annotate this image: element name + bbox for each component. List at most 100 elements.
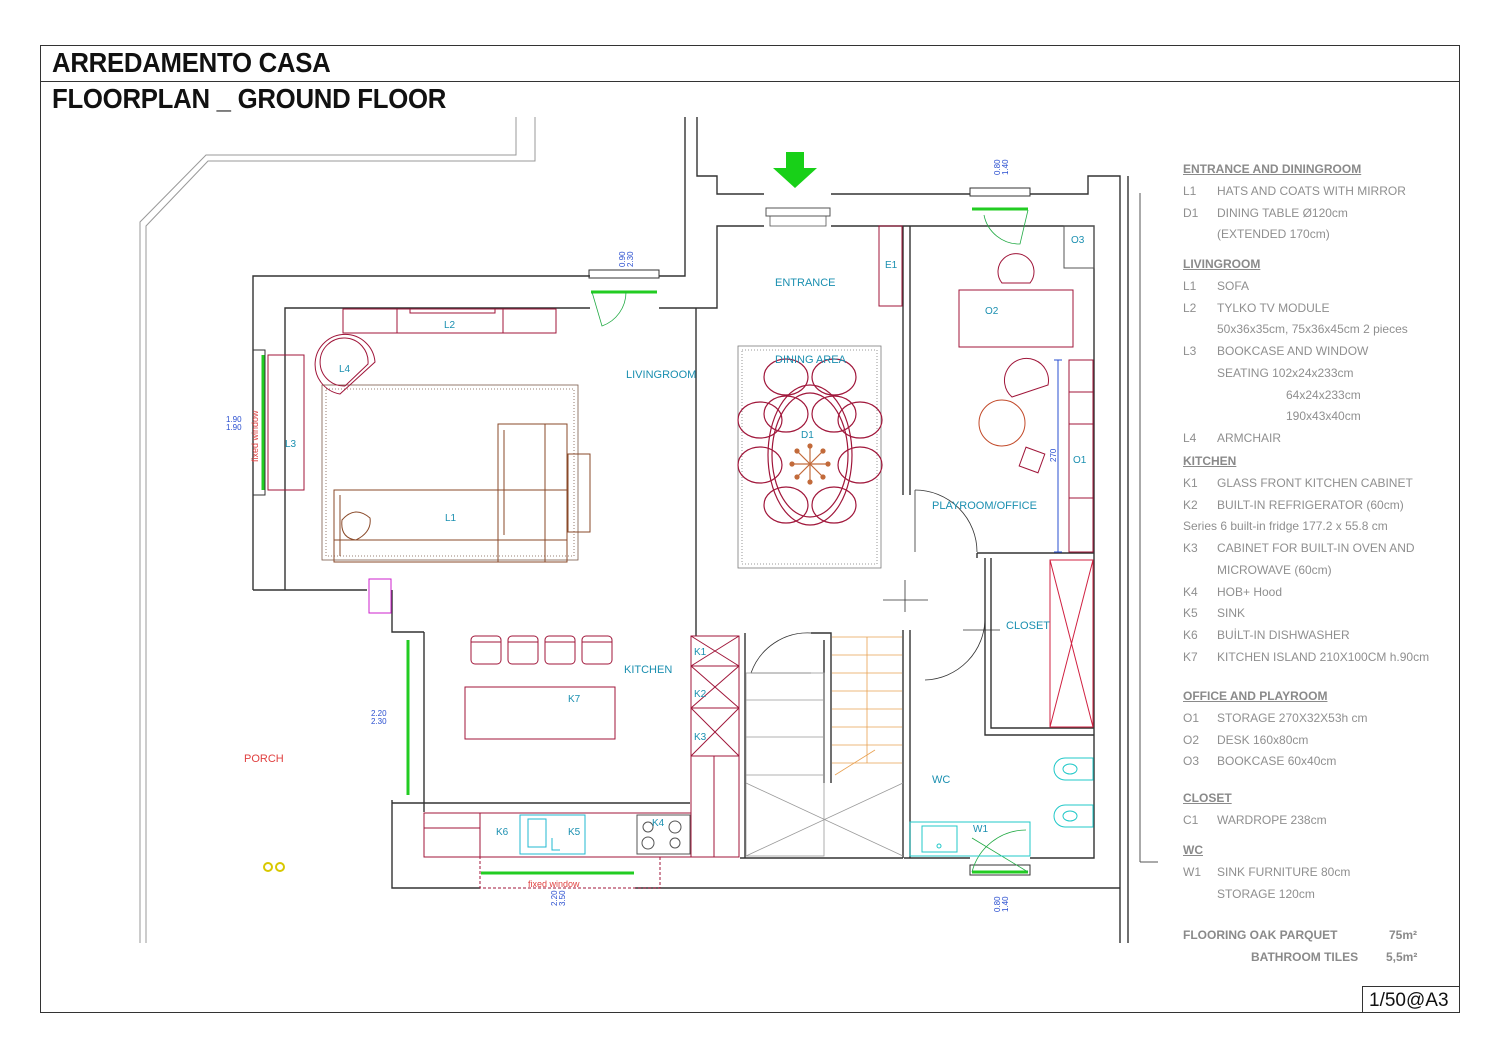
legend-row-text: STORAGE 120cm — [1217, 886, 1315, 901]
legend-row-text: Series 6 built-in fridge 177.2 x 55.8 cm — [1183, 519, 1388, 534]
tag-o3: O3 — [1071, 235, 1085, 246]
legend-row-code: K7 — [1183, 649, 1198, 664]
tag-e1: E1 — [885, 260, 898, 271]
room-label-wc: WC — [932, 774, 950, 786]
flooring-label: FLOORING OAK PARQUET — [1183, 928, 1338, 942]
legend-row: O3 BOOKCASE 60x40cm — [1183, 754, 1336, 768]
tag-k5: K5 — [568, 827, 581, 838]
legend-section-title: CLOSET — [1183, 791, 1232, 805]
porch-boundary — [139, 117, 536, 943]
legend-row-code: L2 — [1183, 300, 1197, 315]
fixed-window-bottom-label: fixed window — [528, 879, 580, 889]
legend-row-text: 50x36x35cm, 75x36x45cm 2 pieces — [1217, 322, 1408, 337]
legend-row-text: DESK 160x80cm — [1217, 732, 1309, 747]
dining-table — [737, 358, 883, 526]
legend-row-code: C1 — [1183, 813, 1199, 827]
dim-left-b: 1.90 — [226, 423, 242, 432]
sofa — [333, 423, 591, 563]
tag-l4: L4 — [339, 364, 351, 375]
door-swings — [591, 209, 1029, 873]
room-label-playroom: PLAYROOM/OFFICE — [932, 500, 1037, 512]
wc-fixtures — [909, 757, 1094, 857]
tag-d1: D1 — [801, 430, 814, 441]
legend-row-text: BOOKCASE 60x40cm — [1217, 754, 1337, 769]
legend-row: D1 DINING TABLE Ø120cm — [1183, 206, 1348, 220]
scale-label: 1/50@A3 — [1362, 986, 1460, 1013]
legend-row-code: O2 — [1183, 732, 1200, 747]
room-label-livingroom: LIVINGROOM — [626, 369, 696, 381]
kitchen-island — [464, 686, 616, 740]
dim-bot-kit-a: 2.20 — [550, 890, 559, 906]
storage-dimension — [1054, 359, 1062, 553]
legend-row-text: BOOKCASE AND WINDOW — [1217, 344, 1369, 359]
dimension-annotations: 1.90 1.90 2.20 2.30 270 0.90 2.30 0.80 1… — [226, 159, 1058, 912]
legend-row: STORAGE 120cm — [1183, 887, 1315, 901]
room-label-entrance: ENTRANCE — [775, 277, 836, 289]
office-round-table — [978, 399, 1026, 447]
legend-row-text: ARMCHAIR — [1217, 430, 1282, 445]
stairs-upper — [832, 636, 902, 776]
legend-row: (EXTENDED 170cm) — [1183, 227, 1330, 241]
legend-row-text: WARDROPE 238cm — [1217, 813, 1327, 827]
legend-row-text: TYLKO TV MODULE — [1217, 300, 1330, 315]
legend-row-text: CABINET FOR BUILT-IN OVEN AND — [1217, 541, 1415, 556]
legend-row-text: KITCHEN ISLAND 210X100CM h.90cm — [1217, 649, 1430, 664]
legend-row-text: 64x24x233cm — [1286, 387, 1361, 402]
legend-row-code: L1 — [1183, 184, 1197, 198]
hob — [636, 814, 691, 855]
living-rug — [321, 384, 579, 561]
legend-row-text: 190x43x40cm — [1286, 409, 1361, 424]
legend-section-title: LIVINGROOM — [1183, 257, 1261, 271]
legend-row-text: SINK — [1217, 606, 1246, 621]
legend-row-code: O1 — [1183, 711, 1200, 725]
dim-top-liv-b: 2.30 — [626, 251, 635, 267]
porch-lights-icon — [263, 862, 285, 872]
room-label-dining: DINING AREA — [775, 354, 847, 366]
armchair — [314, 333, 376, 395]
room-label-closet: CLOSET — [1006, 620, 1050, 632]
bar-stools — [470, 635, 613, 665]
dim-porch-a: 2.20 — [371, 709, 387, 718]
legend-row-code: K3 — [1183, 541, 1198, 556]
tv-module — [342, 308, 557, 334]
legend-row-text: GLASS FRONT KITCHEN CABINET — [1217, 476, 1413, 490]
dim-bot-wc-b: 1.40 — [1001, 896, 1010, 912]
bookcase-l3 — [267, 354, 305, 491]
legend-row: K1 GLASS FRONT KITCHEN CABINET — [1183, 476, 1413, 490]
flooring-value: 5,5m² — [1386, 950, 1418, 964]
window-annotations: fixed window fixed window — [250, 410, 580, 889]
legend-row-text: SEATING 102x24x233cm — [1217, 365, 1354, 380]
legend-row-code: K1 — [1183, 476, 1198, 490]
title-bar — [40, 45, 1460, 82]
legend-section-title: OFFICE AND PLAYROOM — [1183, 689, 1328, 703]
interior-door-swings — [750, 489, 1000, 681]
tag-l1: L1 — [445, 513, 457, 524]
legend-row-code: O3 — [1183, 754, 1200, 769]
legend-row: C1 WARDROPE 238cm — [1183, 813, 1327, 827]
legend-row-text: SINK FURNITURE 80cm — [1217, 865, 1351, 879]
legend-row: O2 DESK 160x80cm — [1183, 733, 1308, 747]
legend-row-text: MICROWAVE (60cm) — [1217, 562, 1332, 577]
wall-details — [252, 187, 1031, 876]
legend-row-text: DINING TABLE Ø120cm — [1217, 205, 1348, 220]
legend-section-title: WC — [1183, 843, 1203, 857]
flooring-value: 75m² — [1389, 928, 1418, 942]
tag-k2: K2 — [694, 689, 707, 700]
tag-w1: W1 — [973, 824, 988, 835]
legend-row-code: D1 — [1183, 205, 1199, 220]
dim-bot-wc-a: 0.80 — [993, 896, 1002, 912]
legend-row: L2 TYLKO TV MODULE — [1183, 301, 1329, 315]
dim-storage: 270 — [1049, 448, 1058, 462]
legend-row-code: L3 — [1183, 344, 1197, 359]
tag-k4: K4 — [652, 818, 665, 829]
dim-top-off-b: 1.40 — [1001, 159, 1010, 175]
legend-row: W1 SINK FURNITURE 80cm — [1183, 865, 1350, 879]
legend-row-code: W1 — [1183, 865, 1201, 879]
tag-k6: K6 — [496, 827, 509, 838]
